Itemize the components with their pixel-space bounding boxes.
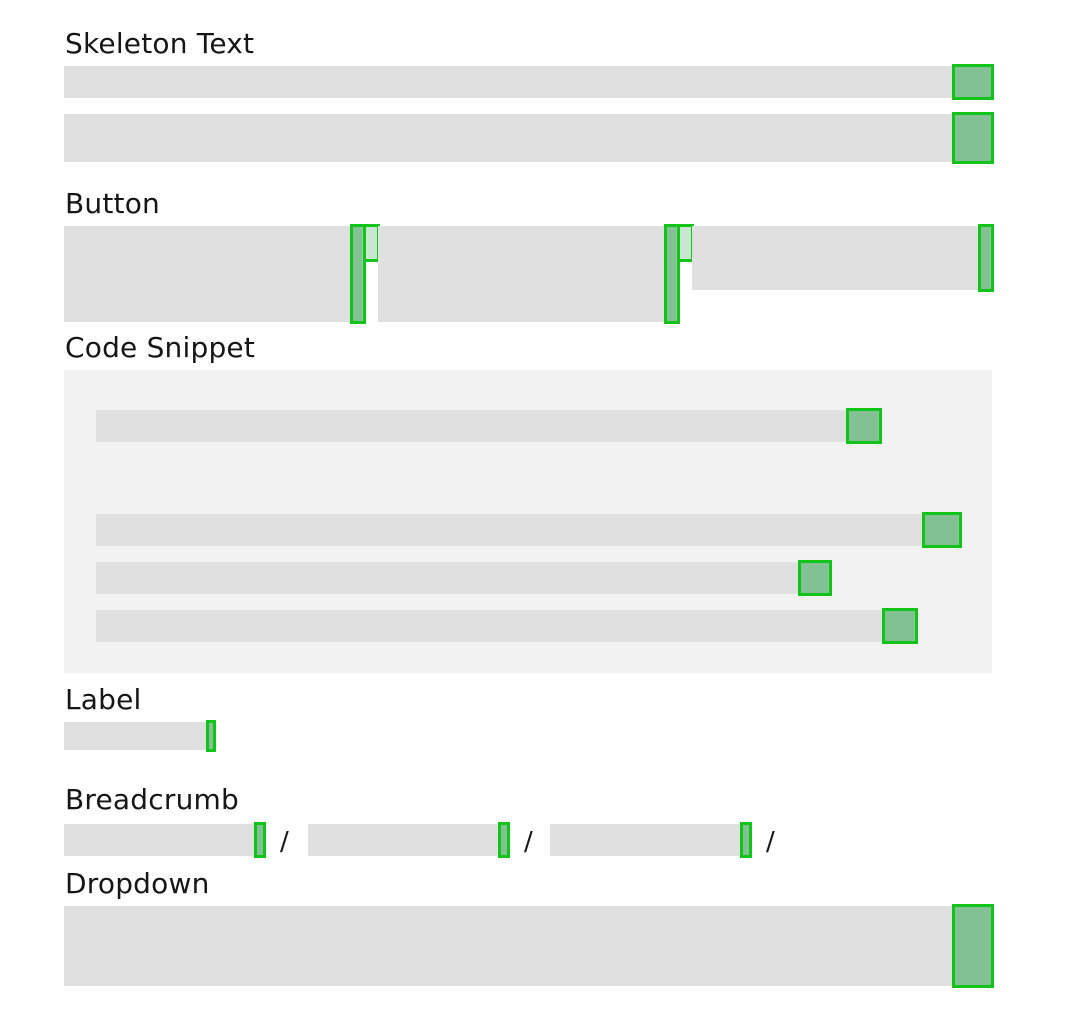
skeleton-button[interactable] xyxy=(378,226,676,322)
dropdown-heading: Dropdown xyxy=(65,867,210,900)
skeleton-dropdown[interactable] xyxy=(64,906,992,986)
breadcrumb-item[interactable] xyxy=(308,824,508,856)
breadcrumb-separator: / xyxy=(280,827,289,857)
breadcrumb-item[interactable] xyxy=(550,824,750,856)
breadcrumb-separator: / xyxy=(766,827,775,857)
skeleton-shimmer xyxy=(498,822,510,858)
code-line xyxy=(96,410,878,442)
skeleton-shimmer xyxy=(350,224,366,324)
skeleton-shimmer xyxy=(952,112,994,164)
label-heading: Label xyxy=(65,683,142,716)
code-line xyxy=(96,610,914,642)
skeleton-text-line xyxy=(64,66,992,98)
skeleton-button-small[interactable] xyxy=(692,226,990,290)
skeleton-shimmer xyxy=(882,608,918,644)
skeleton-shimmer xyxy=(952,904,994,988)
breadcrumb-item[interactable] xyxy=(64,824,264,856)
code-snippet-heading: Code Snippet xyxy=(65,331,256,364)
skeleton-shimmer xyxy=(206,720,216,752)
breadcrumb-heading: Breadcrumb xyxy=(65,783,239,816)
skeleton-text-heading: Skeleton Text xyxy=(65,27,255,60)
skeleton-shimmer xyxy=(664,224,680,324)
skeleton-shimmer xyxy=(740,822,752,858)
skeleton-shimmer xyxy=(978,224,994,292)
skeleton-shimmer xyxy=(952,64,994,100)
skeleton-shimmer xyxy=(846,408,882,444)
skeleton-button[interactable] xyxy=(64,226,362,322)
skeleton-shimmer xyxy=(798,560,832,596)
skeleton-shimmer xyxy=(922,512,962,548)
code-line xyxy=(96,562,828,594)
skeleton-text-line xyxy=(64,114,992,162)
skeleton-label xyxy=(64,722,214,750)
code-line xyxy=(96,514,958,546)
breadcrumb-separator: / xyxy=(524,827,533,857)
button-heading: Button xyxy=(65,187,160,220)
skeleton-shimmer xyxy=(254,822,266,858)
